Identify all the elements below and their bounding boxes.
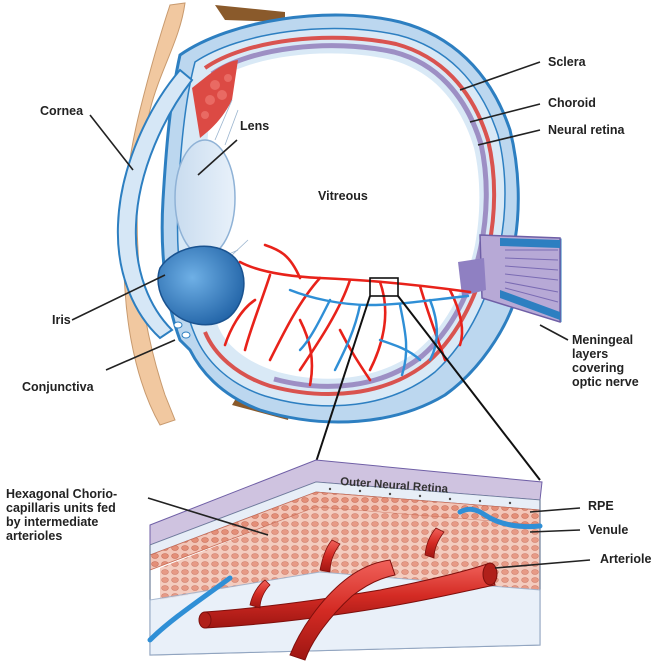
label-rpe: RPE — [588, 499, 614, 513]
label-lens: Lens — [240, 119, 269, 133]
label-neural-retina: Neural retina — [548, 123, 624, 137]
label-arteriole: Arteriole — [600, 552, 651, 566]
label-iris: Iris — [52, 313, 71, 327]
label-meningeal-line2: layers covering — [572, 347, 662, 375]
label-meningeal-line3: optic nerve — [572, 375, 662, 389]
label-meningeal: Meningeal layers covering optic nerve — [572, 333, 662, 389]
magnified-slab: Outer Neural Retina — [150, 460, 542, 660]
label-sclera: Sclera — [548, 55, 586, 69]
label-cornea: Cornea — [40, 104, 83, 118]
label-venule: Venule — [588, 523, 628, 537]
arteriole-right-end — [483, 563, 497, 585]
arteriole-main-end — [199, 612, 211, 628]
label-meningeal-line1: Meningeal — [572, 333, 662, 347]
label-conjunctiva: Conjunctiva — [22, 380, 94, 394]
label-vitreous: Vitreous — [318, 189, 368, 203]
label-hexagonal-line2: capillaris units fed — [6, 501, 156, 515]
label-choroid: Choroid — [548, 96, 596, 110]
label-hexagonal: Hexagonal Chorio- capillaris units fed b… — [6, 487, 156, 543]
label-hexagonal-line4: arterioles — [6, 529, 156, 543]
eye-globe — [118, 3, 560, 425]
label-hexagonal-line1: Hexagonal Chorio- — [6, 487, 156, 501]
lens — [175, 140, 235, 256]
label-hexagonal-line3: by intermediate — [6, 515, 156, 529]
